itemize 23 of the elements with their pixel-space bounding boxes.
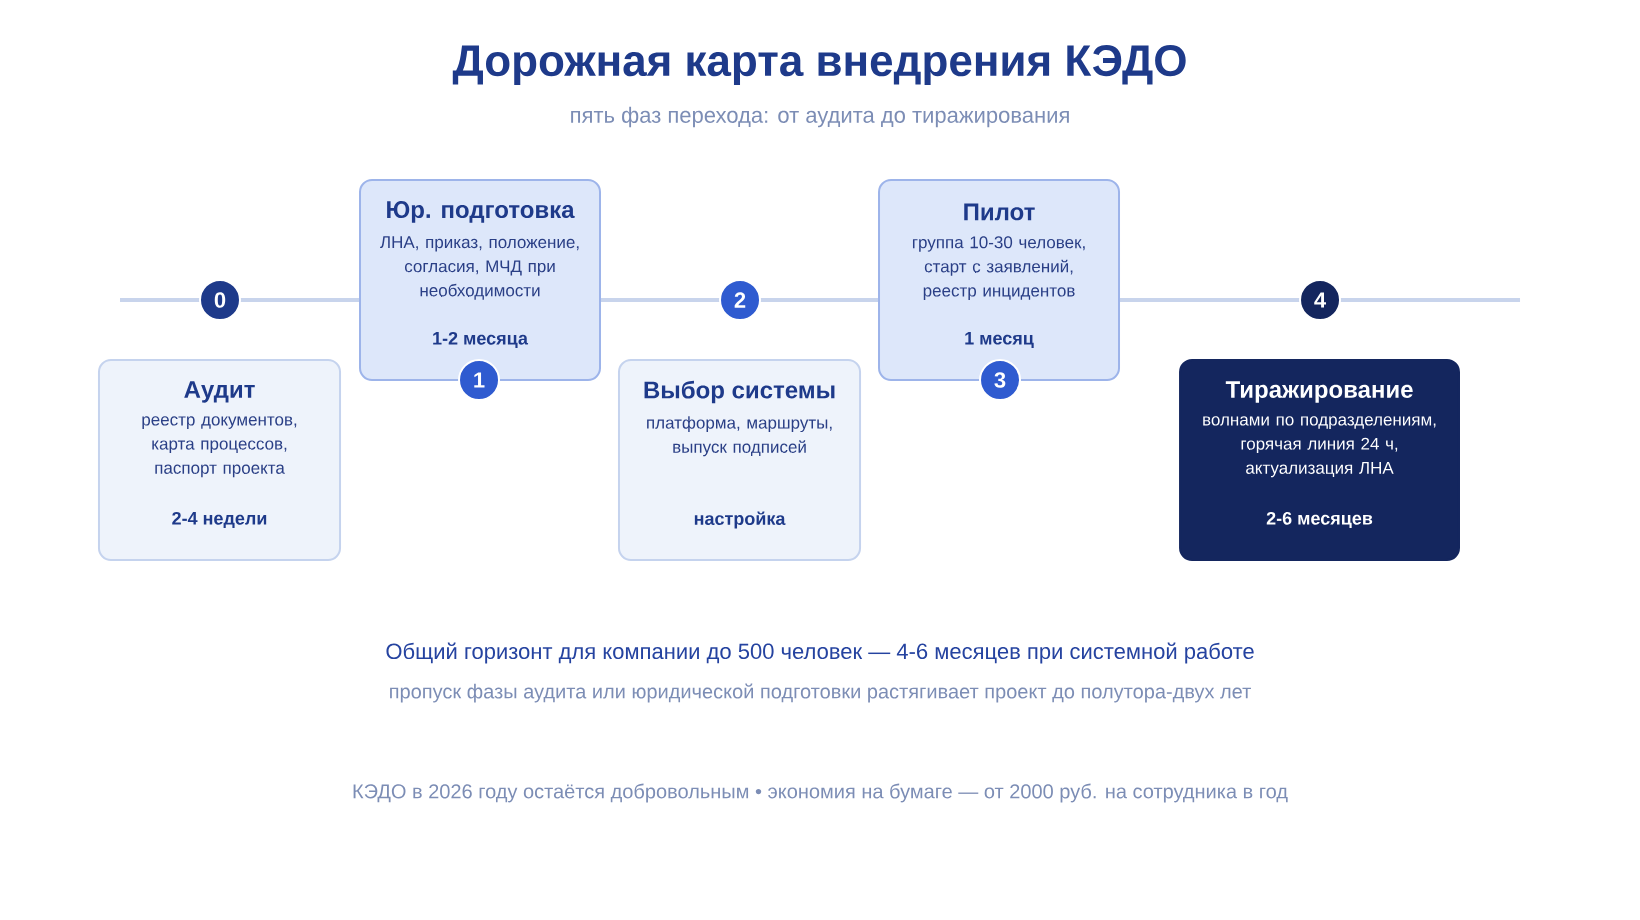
card-title: Выбор системы: [644, 380, 835, 404]
card-title: Пилот: [964, 203, 1035, 221]
phase-card: [1179, 359, 1460, 561]
title: Дорожная карта внедрения КЭДО: [452, 45, 1186, 85]
phase-card: [97, 359, 342, 561]
card-text: платформа, маршруты, выпуск подписей: [647, 416, 832, 457]
card-text: ЛНА, приказ, положение, согласия, МЧД при необходимости: [380, 236, 579, 300]
card-title: Тиражирование: [1225, 381, 1413, 403]
phase-card: [618, 359, 862, 561]
subtitle: пять фаз перехода: от аудита до тиражирования: [571, 106, 1069, 128]
note-text: пропуск фазы аудита или юридической подготовки растягивает проект до полутора-двух лет: [390, 683, 1251, 703]
summary-text: Общий горизонт для компании до 500 человек — 4-6 месяцев при системной работе: [386, 642, 1254, 664]
duration: 2-6 месяцев: [1266, 511, 1373, 529]
duration: настройка: [694, 511, 786, 529]
card-text: реестр документов, карта процессов, паспорт проекта: [142, 416, 297, 478]
card-text: группа 10-30 человек, старт с заявлений, реестр инцидентов: [913, 236, 1085, 300]
duration: 2-4 недели: [172, 511, 267, 529]
card-title: Аудит: [184, 381, 255, 403]
footer-note: КЭДО в 2026 году остаётся добровольным • экономия на бумаге — от 2000 руб. на сотрудника в год: [353, 783, 1288, 803]
duration: 1-2 месяца: [433, 331, 529, 349]
duration: 1 месяц: [965, 332, 1034, 348]
card-title: Юр. подготовка: [387, 201, 575, 223]
card-text: волнами по подразделениям, горячая линия 24 ч, актуализация ЛНА: [1203, 416, 1436, 478]
